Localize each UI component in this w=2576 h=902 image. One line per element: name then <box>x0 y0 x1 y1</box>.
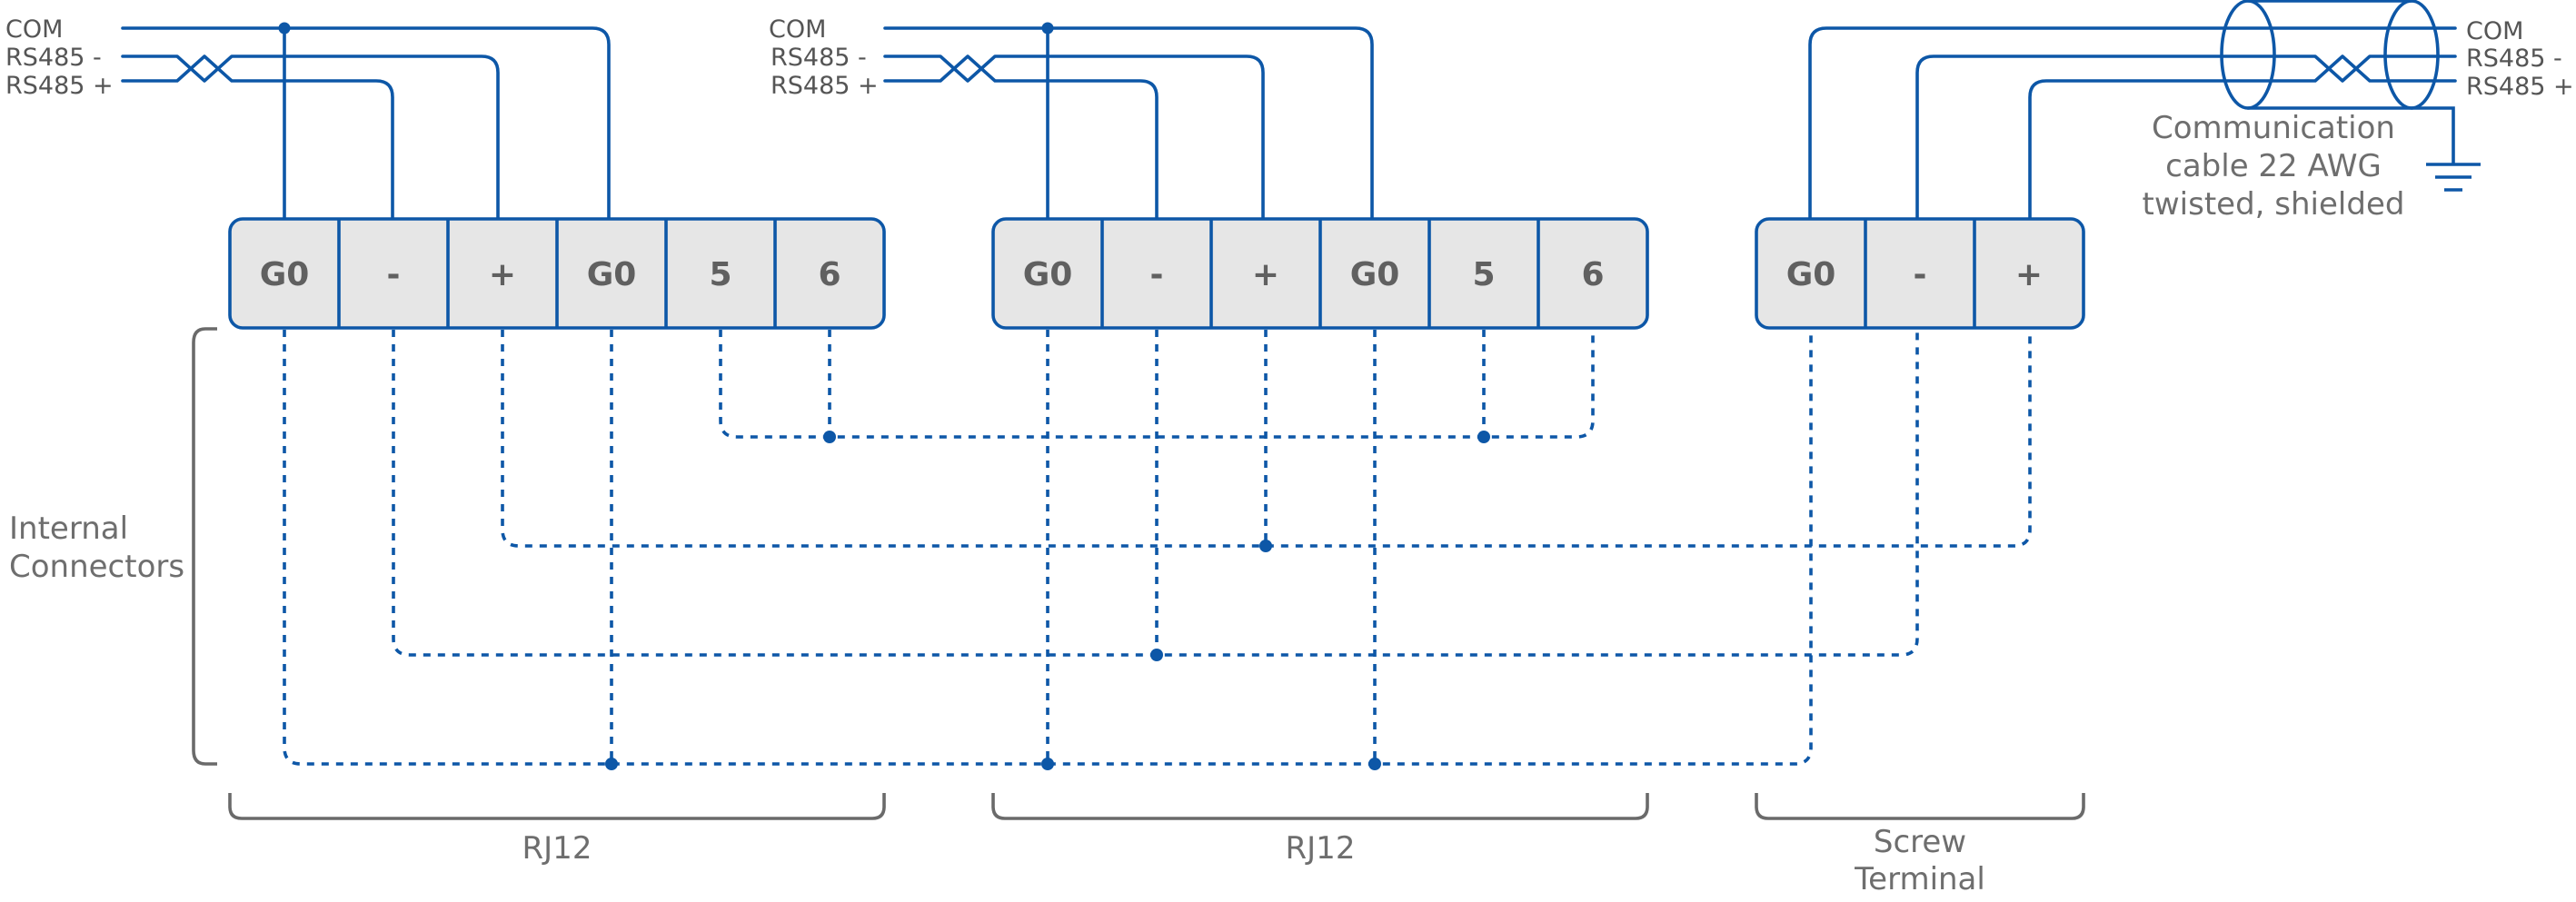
pin-label: 5 <box>709 256 731 293</box>
internal-connections <box>283 330 2032 766</box>
pin-label: - <box>1914 256 1927 293</box>
junction-node <box>278 22 291 35</box>
rs485-minus-label-1: RS485 - <box>5 44 102 72</box>
internal-line-g0 <box>283 330 1813 766</box>
rj12-1-label: RJ12 <box>522 830 592 867</box>
screw-terminal-label-line2: Terminal <box>1854 861 1985 897</box>
internal-line-plus <box>501 330 2032 548</box>
rs485-minus-label-3: RS485 - <box>2466 45 2562 73</box>
screw-terminal-label-line1: Screw <box>1874 824 1966 860</box>
rs485-plus-label-2: RS485 + <box>771 72 879 100</box>
cable-label-line3: twisted, shielded <box>2143 186 2405 223</box>
wires-group-1 <box>121 26 611 220</box>
pin-label: + <box>2015 256 2043 293</box>
cable-shield <box>2220 0 2440 110</box>
pin-label: 6 <box>1581 256 1604 293</box>
screw-terminal-bracket <box>1755 793 2085 820</box>
wires-group-3 <box>1808 26 2457 220</box>
internal-connectors-label-line2: Connectors <box>9 549 184 585</box>
junction-node <box>1150 649 1163 661</box>
pin-label: 6 <box>818 256 840 293</box>
pin-label: - <box>1150 256 1164 293</box>
pin-label: G0 <box>1786 256 1836 293</box>
junction-node <box>1368 758 1381 770</box>
rs485-minus-label-2: RS485 - <box>771 44 867 72</box>
rj12-2-label: RJ12 <box>1286 830 1356 867</box>
com-label-3: COM <box>2466 17 2523 45</box>
com-label-2: COM <box>769 15 826 44</box>
pin-label: G0 <box>1350 256 1400 293</box>
pin-label: + <box>1252 256 1279 293</box>
com-label-1: COM <box>5 15 63 44</box>
internal-connectors-label-line1: Internal <box>9 510 128 547</box>
connector-rj12-1: G0 - + G0 5 6 <box>228 217 886 330</box>
pin-label: G0 <box>260 256 310 293</box>
junction-node <box>1477 431 1490 443</box>
junction-node <box>1041 22 1054 35</box>
wires-group-2 <box>883 26 1374 220</box>
connector-rj12-2: G0 - + G0 5 6 <box>991 217 1649 330</box>
rj12-1-bracket <box>228 793 886 820</box>
rs485-plus-label-3: RS485 + <box>2466 73 2574 101</box>
rj12-2-bracket <box>991 793 1649 820</box>
pin-label: - <box>387 256 401 293</box>
junction-node <box>1259 540 1272 552</box>
pin-label: 5 <box>1472 256 1495 293</box>
cable-label-line1: Communication <box>2152 110 2395 146</box>
internal-connectors-bracket <box>192 327 217 766</box>
cable-label-line2: cable 22 AWG <box>2165 148 2382 184</box>
ground-icon <box>2412 106 2481 192</box>
internal-line-56 <box>719 330 1595 439</box>
connector-screw-terminal: G0 - + <box>1755 217 2085 330</box>
pin-label: + <box>489 256 516 293</box>
pin-label: G0 <box>587 256 637 293</box>
junction-node <box>823 431 836 443</box>
junction-node <box>605 758 618 770</box>
pin-label: G0 <box>1023 256 1073 293</box>
rs485-plus-label-1: RS485 + <box>5 72 114 100</box>
junction-node <box>1041 758 1054 770</box>
